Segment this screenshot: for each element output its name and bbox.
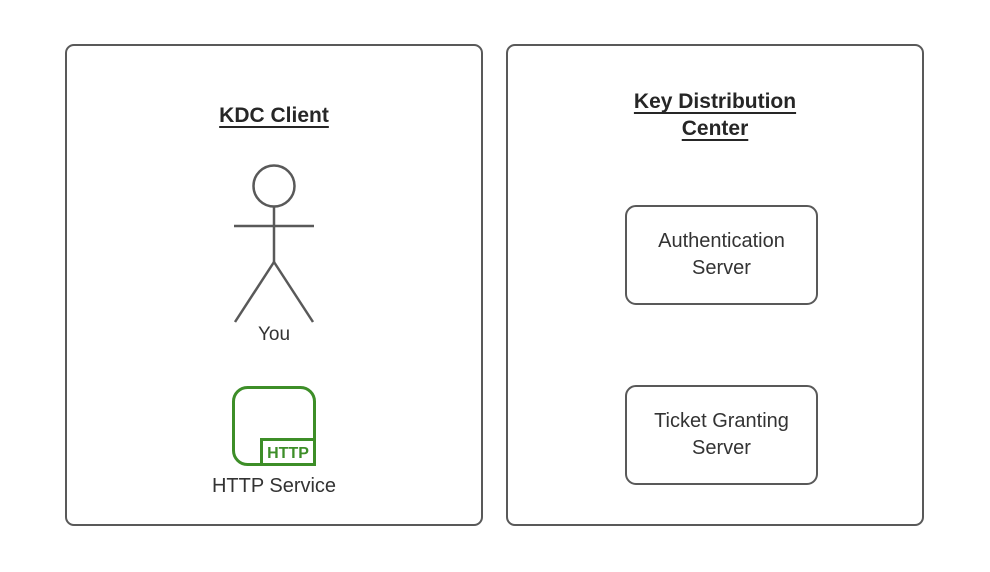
http-service-icon: HTTP: [232, 386, 316, 466]
ticket-granting-server-node: Ticket Granting Server: [625, 385, 818, 485]
stick-figure-actor-icon: [233, 164, 315, 323]
http-service-label: HTTP Service: [211, 475, 337, 497]
authentication-server-label: Authentication Server: [658, 230, 785, 279]
key-distribution-center-panel: Key Distribution Center Authentication S…: [506, 44, 924, 526]
authentication-server-node: Authentication Server: [625, 205, 818, 305]
kdc-client-panel: KDC Client You HTTP HTTP Service: [65, 44, 483, 526]
actor-label: You: [257, 324, 291, 345]
ticket-granting-server-label: Ticket Granting Server: [654, 410, 789, 459]
key-distribution-center-panel-title: Key Distribution Center: [633, 90, 797, 140]
http-icon-text: HTTP: [267, 445, 309, 462]
kdc-client-panel-title: KDC Client: [219, 104, 329, 127]
